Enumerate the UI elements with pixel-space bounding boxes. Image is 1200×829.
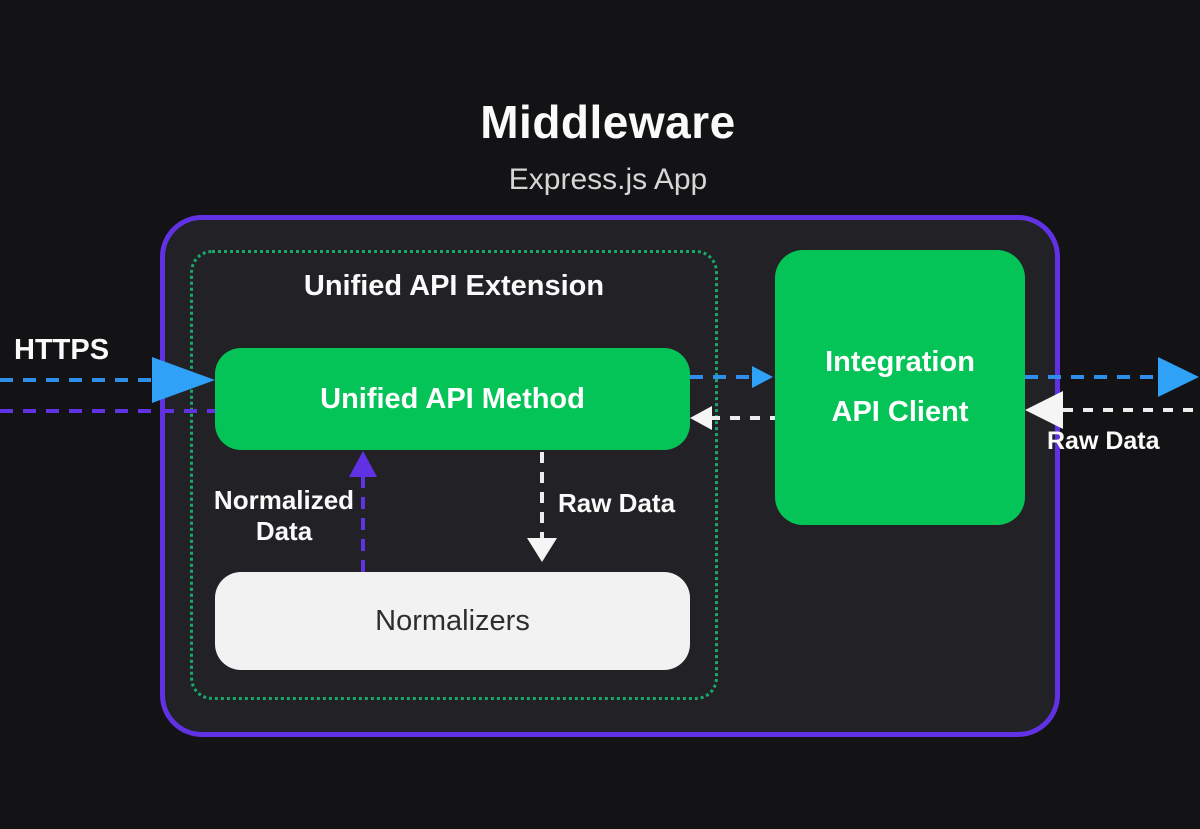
unified-api-method-label: Unified API Method: [320, 382, 585, 415]
client-to-method-arrowhead-icon: [690, 406, 712, 430]
unified-api-method-node: Unified API Method: [215, 348, 690, 450]
method-to-client-arrowhead-icon: [752, 366, 773, 388]
normalized-data-arrowhead-icon: [349, 451, 377, 477]
client-to-method-line: [710, 416, 775, 420]
https-request-line: [0, 378, 152, 382]
unified-api-extension-box: [190, 250, 718, 700]
integration-api-client-label: Integration API Client: [825, 345, 975, 428]
raw-data-middle-label: Raw Data: [558, 488, 676, 518]
normalizers-node: Normalizers: [215, 572, 690, 670]
page-title: Middleware: [480, 96, 736, 148]
method-to-client-line: [690, 375, 753, 379]
raw-data-in-line: [1063, 408, 1200, 412]
raw-data-down-line: [540, 452, 544, 538]
client-out-arrowhead-icon: [1158, 357, 1199, 397]
raw-data-right-label: Raw Data: [1047, 427, 1160, 455]
page-subtitle: Express.js App: [508, 163, 708, 196]
raw-data-in-arrowhead-icon: [1025, 391, 1063, 429]
https-request-arrowhead-icon: [152, 357, 215, 403]
integration-api-client-node: Integration API Client: [775, 250, 1025, 525]
unified-api-extension-title: Unified API Extension: [303, 270, 605, 302]
normalized-data-line: [361, 476, 365, 572]
raw-data-down-arrowhead-icon: [527, 538, 557, 562]
normalized-data-label: Normalized Data: [213, 485, 355, 546]
normalizers-label: Normalizers: [375, 604, 530, 637]
https-label: HTTPS: [14, 334, 110, 366]
response-out-line: [0, 409, 215, 413]
client-out-line: [1025, 375, 1158, 379]
